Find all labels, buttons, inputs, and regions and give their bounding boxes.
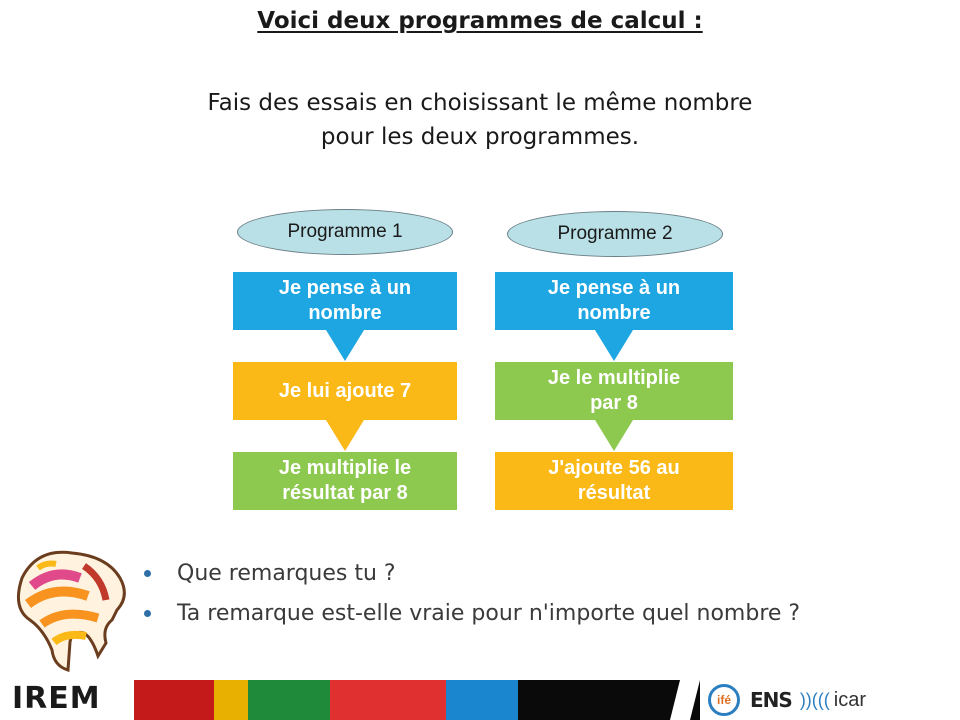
program-1-arrow-1 <box>326 330 364 361</box>
question-text: Que remarques tu ? <box>177 560 396 586</box>
program-2-step-1-line-1: Je pense à un <box>547 277 681 299</box>
program-2-step-3-line-1: J'ajoute 56 au <box>548 457 680 479</box>
program-2-step-1-line-2: nombre <box>577 302 651 324</box>
slide-title: Voici deux programmes de calcul : <box>257 8 703 34</box>
question-item: Que remarques tu ? <box>140 553 800 593</box>
program-2-arrow-1 <box>595 330 633 361</box>
ife-logo-text: ifé <box>716 693 731 707</box>
program-1-step-2: Je lui ajoute 7 <box>233 362 457 420</box>
program-2-step-2-line-2: par 8 <box>590 392 638 414</box>
program-1-arrow-2 <box>326 420 364 451</box>
icar-logo-text: icar <box>833 688 867 711</box>
program-2-label: Programme 2 <box>557 223 673 244</box>
question-text: Ta remarque est-elle vraie pour n'import… <box>177 600 801 626</box>
program-1-step-3-line-1: Je multiplie le <box>278 457 412 479</box>
partner-logos: ifé ENS ))((( icar <box>700 680 960 720</box>
program-1-step-3-line-2: résultat par 8 <box>282 482 408 504</box>
intro-line-2: pour les deux programmes. <box>320 124 640 150</box>
program-2-step-2-line-1: Je le multiplie <box>547 367 681 389</box>
program-1-step-1-line-2: nombre <box>308 302 382 324</box>
intro-text: Fais des essais en choisissant le même n… <box>0 86 960 154</box>
program-2-arrow-2 <box>595 420 633 451</box>
irem-logo-text: IREM <box>12 681 101 716</box>
program-1-step-3: Je multiplie le résultat par 8 <box>233 452 457 510</box>
program-2-step-3: J'ajoute 56 au résultat <box>495 452 733 510</box>
program-1-oval: Programme 1 <box>237 209 453 255</box>
program-1-step-1: Je pense à un nombre <box>233 272 457 330</box>
waves-icon: ))((( <box>799 689 830 710</box>
program-1-step-2-line-1: Je lui ajoute 7 <box>278 379 412 402</box>
program-1-label: Programme 1 <box>287 221 403 242</box>
program-2-step-2: Je le multiplie par 8 <box>495 362 733 420</box>
intro-line-1: Fais des essais en choisissant le même n… <box>207 90 753 116</box>
irem-logo-icon <box>16 550 126 672</box>
program-2-step-3-line-2: résultat <box>577 482 651 504</box>
ife-logo-icon: ifé <box>708 684 740 716</box>
question-list: Que remarques tu ? Ta remarque est-elle … <box>140 553 800 633</box>
question-item: Ta remarque est-elle vraie pour n'import… <box>140 593 800 633</box>
program-2-step-1: Je pense à un nombre <box>495 272 733 330</box>
program-1-step-1-line-1: Je pense à un <box>278 277 412 299</box>
bullet-icon <box>144 569 151 577</box>
program-2-oval: Programme 2 <box>507 211 723 257</box>
ens-logo-text: ENS <box>750 688 793 712</box>
bullet-icon <box>144 609 151 617</box>
